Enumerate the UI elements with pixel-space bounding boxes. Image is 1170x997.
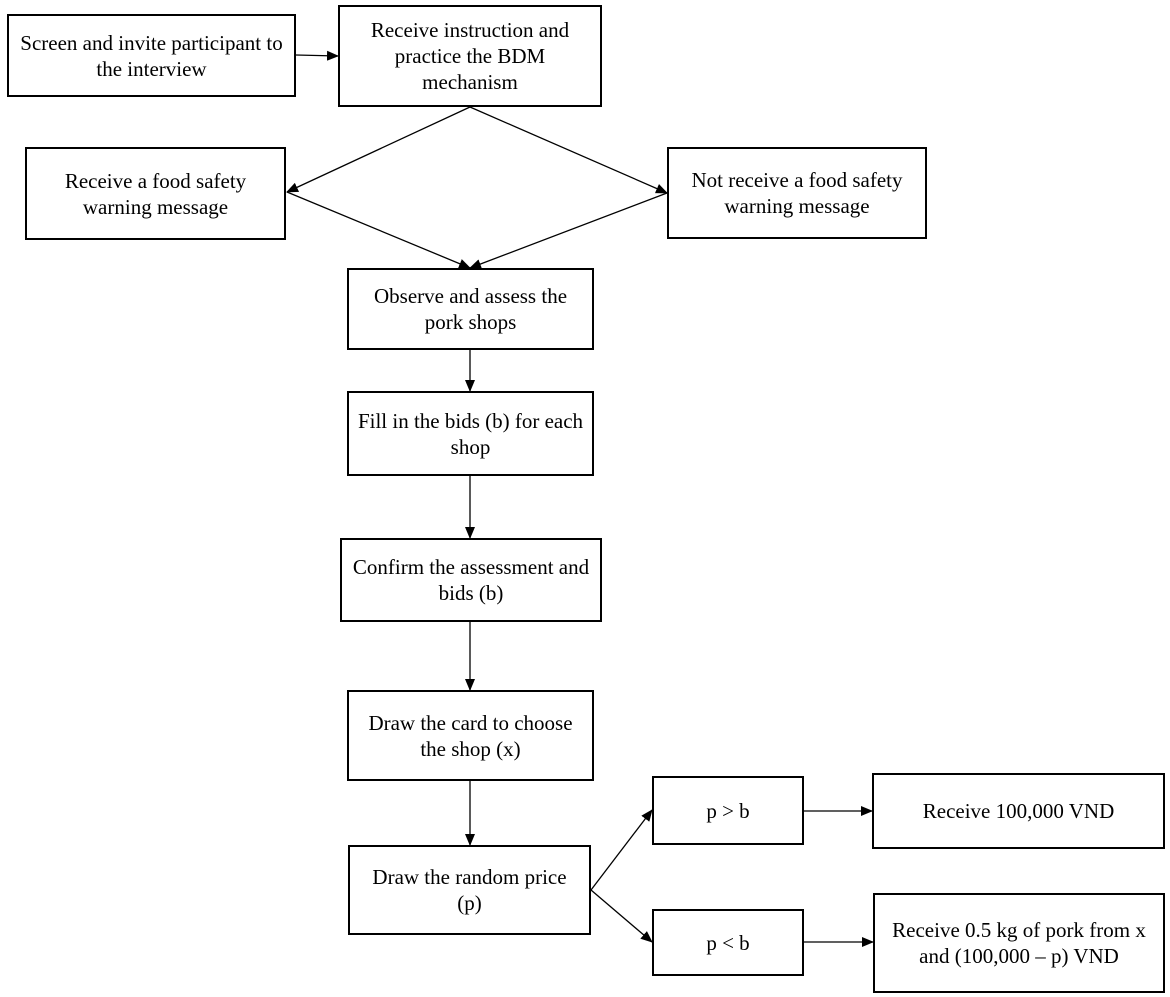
node-draw-random-price: Draw the random price (p) [348,845,591,935]
node-receive-pork: Receive 0.5 kg of pork from x and (100,0… [873,893,1165,993]
node-p-greater-than-b-label: p > b [706,798,750,823]
node-observe-assess: Observe and assess the pork shops [347,268,594,350]
node-draw-random-price-label: Draw the random price (p) [372,865,567,915]
node-fill-bids: Fill in the bids (b) for each shop [347,391,594,476]
node-fill-bids-label: Fill in the bids (b) for each shop [357,408,584,459]
node-receive-warning-label: Receive a food safety warning message [64,168,247,219]
node-screen-and-invite-label: Screen and invite participant to the int… [20,30,283,81]
node-receive-pork-label: Receive 0.5 kg of pork from x and (100,0… [892,918,1146,968]
arrow-warn-to-observe [286,191,471,269]
node-receive-money-label: Receive 100,000 VND [922,799,1115,823]
node-receive-warning: Receive a food safety warning message [25,147,286,240]
node-draw-card: Draw the card to choose the shop (x) [347,690,594,781]
node-receive-instruction: Receive instruction and practice the BDM… [338,5,602,107]
arrow-instruct-to-nowarn [469,106,668,194]
node-not-receive-warning-label: Not receive a food safety warning messag… [691,168,903,218]
arrow-instruct-to-warn [286,106,471,193]
node-p-less-than-b: p < b [652,909,804,976]
arrow-draw-price-to-p-lt [590,889,653,943]
node-draw-card-label: Draw the card to choose the shop (x) [368,710,573,761]
node-p-greater-than-b: p > b [652,776,804,845]
node-screen-and-invite: Screen and invite participant to the int… [7,14,296,97]
node-observe-assess-label: Observe and assess the pork shops [373,284,568,334]
arrow-draw-price-to-p-gt [590,809,653,891]
node-confirm-assessment: Confirm the assessment and bids (b) [340,538,602,622]
node-not-receive-warning: Not receive a food safety warning messag… [667,147,927,239]
node-p-less-than-b-label: p < b [706,930,750,955]
arrow-nowarn-to-observe [469,192,668,269]
node-receive-instruction-label: Receive instruction and practice the BDM… [370,18,570,94]
node-receive-money: Receive 100,000 VND [872,773,1165,849]
node-confirm-assessment-label: Confirm the assessment and bids (b) [352,555,590,605]
arrow-screen-to-instruct [295,50,339,61]
